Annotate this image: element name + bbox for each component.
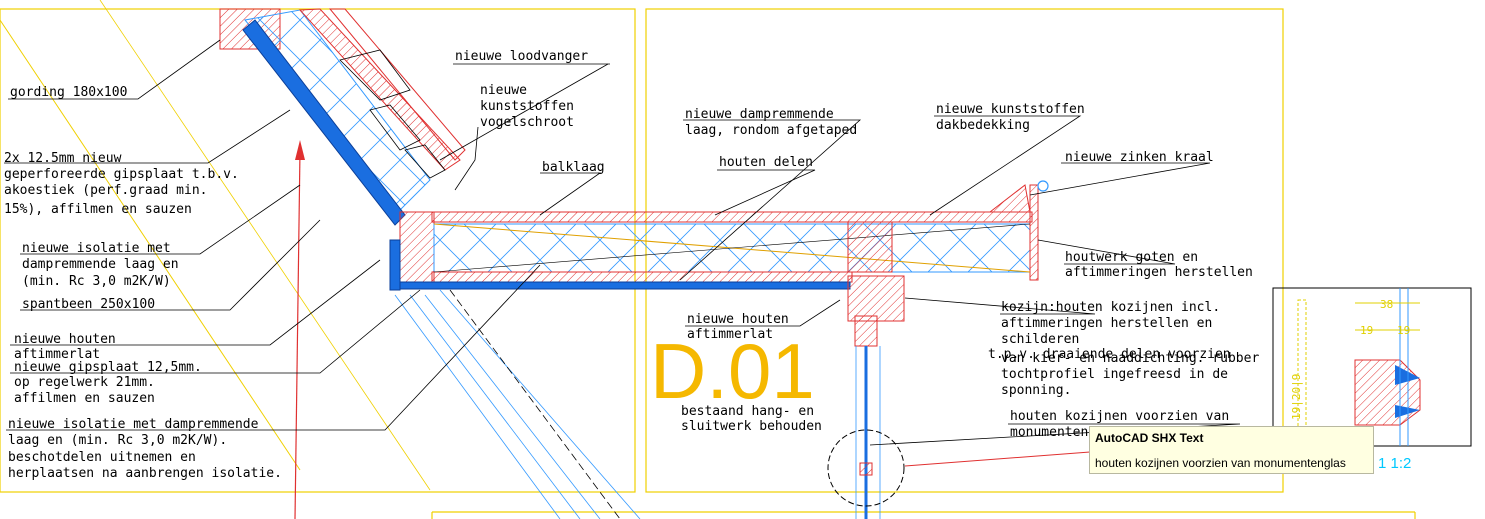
label-hang-1: bestaand hang- en (681, 404, 814, 419)
label-isolatie-1: nieuwe isolatie met (22, 241, 171, 256)
label-goten-1: houtwerk goten en (1065, 250, 1198, 265)
label-damp-1: nieuwe dampremmende (685, 107, 834, 122)
label-aftim-1: nieuwe houten (687, 312, 789, 327)
label-kozijn-6: tochtprofiel ingefreesd in de (1001, 367, 1228, 382)
label-isolatie2-2: laag en (min. Rc 3,0 m2K/W). (8, 433, 227, 448)
label-gips-4: 15%), affilmen en sauzen (4, 202, 192, 217)
wall-lines (394, 289, 641, 519)
label-isolatie-2: dampremmende laag en (22, 257, 179, 272)
label-kozijn-5: van kier- en naaddichting. rubber (1001, 351, 1259, 366)
dim-19a: 19 (1360, 324, 1373, 337)
tooltip-body: houten kozijnen voorzien van monumenteng… (1095, 456, 1346, 470)
dim-38: 38 (1380, 298, 1393, 311)
label-gips-3: akoestiek (perf.graad min. (4, 183, 208, 198)
red-markers (294, 140, 1091, 519)
label-spantbeen: spantbeen 250x100 (22, 297, 155, 312)
leader-lines (4, 39, 1241, 446)
label-monument-1: houten kozijnen voorzien van (1010, 409, 1229, 424)
label-houten-1: nieuwe houten (14, 332, 116, 347)
scale-label: 1 1:2 (1378, 455, 1411, 472)
label-kozijn-2: aftimmeringen herstellen en (1001, 316, 1212, 331)
label-loodvanger: nieuwe loodvanger (455, 49, 588, 64)
flat-roof-section[interactable] (389, 180, 1049, 291)
label-dakbed-1: nieuwe kunststoffen (936, 102, 1085, 117)
label-goten-2: aftimmeringen herstellen (1065, 265, 1253, 280)
label-kozijn-7: sponning. (1001, 383, 1071, 398)
tooltip-shx-text: AutoCAD SHX Text houten kozijnen voorzie… (1089, 426, 1374, 474)
label-gipsplaat-1: nieuwe gipsplaat 12,5mm. (14, 360, 202, 375)
label-kraal: nieuwe zinken kraal (1065, 150, 1214, 165)
label-vogel-1: nieuwe (480, 83, 527, 98)
detail-id: D.01 (650, 327, 815, 415)
label-isolatie-3: (min. Rc 3,0 m2K/W) (22, 274, 171, 289)
label-vogel-2: kunststoffen (480, 99, 574, 114)
label-gips-1: 2x 12.5mm nieuw (4, 151, 122, 166)
label-gipsplaat-3: affilmen en sauzen (14, 391, 155, 406)
label-kozijn-4: t.p.v. draaiende delen voorzien (988, 347, 1231, 362)
label-isolatie2-1: nieuwe isolatie met dampremmende (8, 417, 259, 432)
label-houten-2: aftimmerlat (14, 347, 100, 362)
label-gording: gording 180x100 (10, 85, 127, 100)
label-aftim-2: aftimmerlat (687, 327, 773, 342)
label-houten-delen: houten delen (719, 155, 813, 170)
label-kozijn-3: schilderen (1001, 332, 1079, 347)
label-gipsplaat-2: op regelwerk 21mm. (14, 375, 155, 390)
mini-detail[interactable]: 38 19 19 19|20|9 (1272, 287, 1472, 447)
tooltip-title: AutoCAD SHX Text (1095, 431, 1204, 445)
label-isolatie2-4: herplaatsen na aanbrengen isolatie. (8, 466, 282, 481)
label-hang-2: sluitwerk behouden (681, 419, 822, 434)
label-balklaag: balklaag (542, 160, 605, 175)
window-frame-section[interactable] (827, 221, 905, 519)
dim-19b: 19 (1397, 324, 1410, 337)
label-gips-2: geperforeerde gipsplaat t.b.v. (4, 167, 239, 182)
label-dakbed-2: dakbedekking (936, 118, 1030, 133)
label-vogel-3: vogelschroot (480, 115, 574, 130)
dim-vertical: 19|20|9 (1290, 374, 1303, 420)
roof-slope-section[interactable] (219, 8, 466, 226)
label-isolatie2-3: beschotdelen uitnemen en (8, 450, 196, 465)
label-damp-2: laag, rondom afgetaped (685, 123, 857, 138)
label-kozijn-1: kozijn:houten kozijnen incl. (1001, 300, 1220, 315)
